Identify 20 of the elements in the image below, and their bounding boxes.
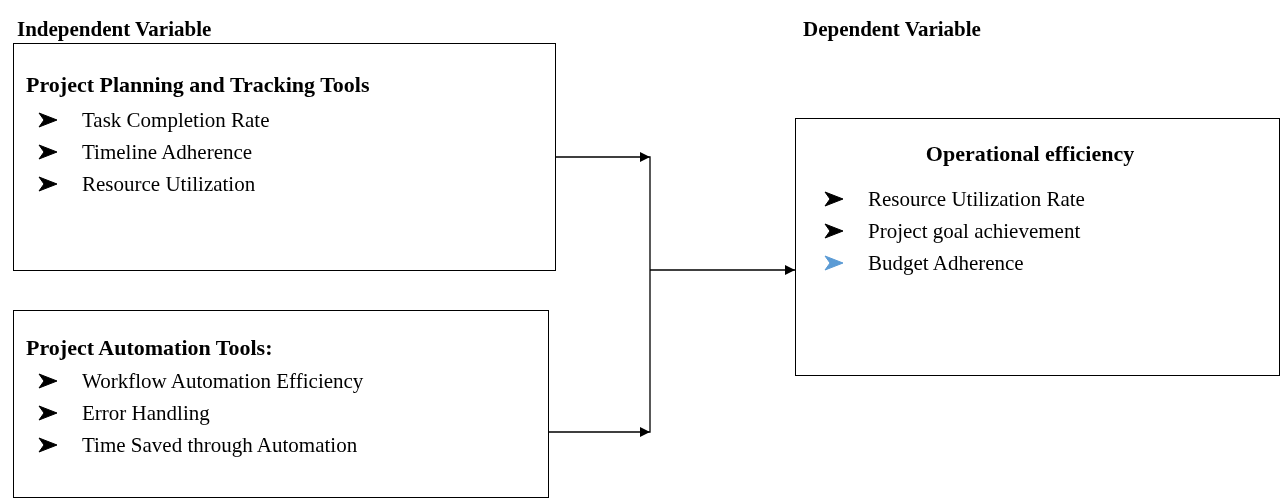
box-title: Project Automation Tools: [26, 334, 274, 362]
box-title: Project Planning and Tracking Tools [26, 71, 371, 99]
section-heading: Dependent Variable [803, 17, 981, 42]
variable-box [13, 310, 549, 498]
arrow [649, 265, 796, 275]
connector-arrow [555, 152, 651, 271]
bullet-text: Resource Utilization Rate [868, 186, 1085, 213]
bullet-text: Time Saved through Automation [82, 432, 358, 459]
connector-arrow [548, 269, 651, 437]
bullet-text: Workflow Automation Efficiency [82, 368, 364, 395]
bullet-text: Project goal achievement [868, 218, 1081, 245]
bullet-text: Error Handling [82, 400, 210, 427]
variable-box [795, 118, 1280, 376]
box-title: Operational efficiency [924, 140, 1136, 168]
bullet-text: Task Completion Rate [82, 107, 270, 134]
section-heading: Independent Variable [17, 17, 212, 42]
variable-box [13, 43, 556, 271]
bullet-text: Resource Utilization [82, 171, 256, 198]
bullet-text: Budget Adherence [868, 250, 1024, 277]
bullet-text: Timeline Adherence [82, 139, 253, 166]
